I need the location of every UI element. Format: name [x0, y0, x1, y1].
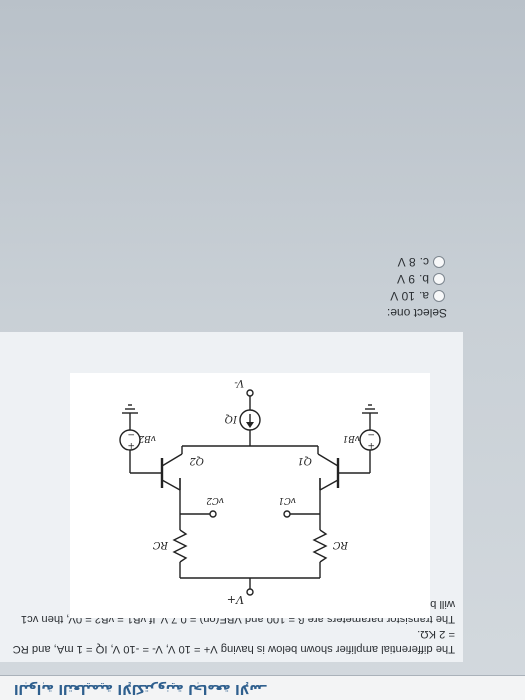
- q2-label: Q2: [189, 455, 204, 466]
- vb2-plus: +: [127, 440, 135, 450]
- site-title: البوابة التعليمية الإلكترونية لجامعة الإ…: [14, 681, 267, 696]
- option-letter: a.: [418, 289, 429, 303]
- rc-left-resistor: [312, 529, 328, 563]
- select-one-label: Select one:: [386, 306, 447, 320]
- q1-emitter: [317, 453, 339, 467]
- option-letter: c.: [419, 255, 429, 269]
- site-header: البوابة التعليمية الإلكترونية لجامعة الإ…: [0, 675, 525, 700]
- iq-label: IQ: [225, 413, 238, 424]
- vb1-plus: +: [367, 440, 375, 450]
- vplus-terminal: [246, 588, 254, 596]
- option-text: 9 V: [396, 272, 415, 286]
- vminus-label: V-: [234, 377, 244, 388]
- radio-icon[interactable]: [433, 256, 445, 268]
- vb1-minus: −: [367, 429, 375, 439]
- vb2-minus: −: [127, 429, 135, 439]
- radio-icon[interactable]: [433, 273, 445, 285]
- vc1-label: vC1: [278, 495, 296, 505]
- question-line-1: The differential amplifier shown below i…: [12, 628, 455, 655]
- vb1-label: vB1: [343, 433, 360, 443]
- q1-label: Q1: [297, 455, 312, 466]
- circuit-svg: + − + − V+ RC RC vC1 vC2 Q1 Q2 vB1 vB2 I…: [119, 377, 381, 606]
- circuit-diagram: + − + − V+ RC RC vC1 vC2 Q1 Q2 vB1 vB2 I…: [70, 373, 430, 618]
- option-text: 10 V: [390, 289, 415, 303]
- vc2-terminal: [209, 510, 217, 518]
- vminus-terminal: [246, 389, 254, 397]
- vb2-label: vB2: [138, 433, 156, 443]
- vplus-label: V+: [227, 593, 244, 606]
- option-text: 8 V: [397, 255, 416, 269]
- current-arrow-icon: [246, 422, 254, 428]
- answer-option-b[interactable]: b. 9 V: [397, 271, 445, 287]
- rc-right-resistor: [172, 529, 188, 563]
- vc2-label: vC2: [206, 495, 224, 505]
- radio-icon[interactable]: [433, 290, 445, 302]
- option-letter: b.: [418, 272, 429, 286]
- q2-emitter: [161, 453, 183, 467]
- vc1-terminal: [283, 510, 291, 518]
- rc-left-label: RC: [332, 539, 349, 550]
- answer-option-a[interactable]: a. 10 V: [390, 288, 445, 304]
- answer-option-c[interactable]: c. 8 V: [398, 254, 445, 270]
- rc-right-label: RC: [152, 539, 169, 550]
